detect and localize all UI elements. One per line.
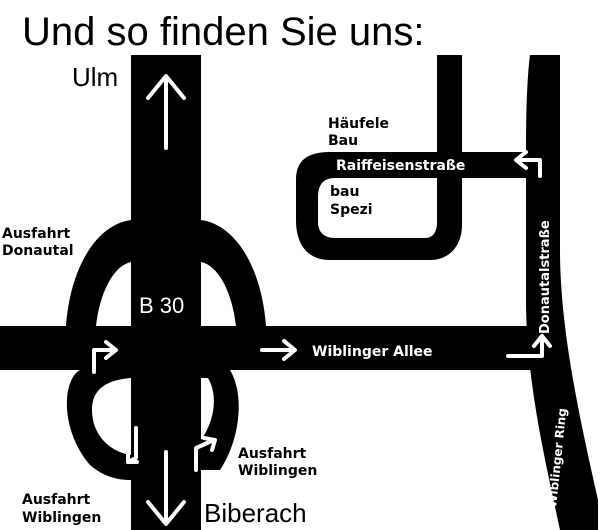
- place-bauspezi-line2: Spezi: [330, 202, 373, 218]
- road-label-b30: B 30: [139, 293, 184, 318]
- place-haeufele-line2: Bau: [328, 133, 358, 149]
- road-label-donautalstrasse: Donautalstraße: [538, 220, 553, 334]
- exit-donautal-line1: Ausfahrt: [2, 226, 71, 242]
- exit-wiblingen-right-line1: Ausfahrt: [238, 446, 307, 462]
- place-bauspezi-line1: bau: [330, 184, 359, 200]
- turn-left-arrow-icon: [516, 158, 542, 178]
- exit-wiblingen-right-line2: Wiblingen: [238, 463, 317, 479]
- road-markings: [92, 74, 552, 526]
- road-label-wiblinger-allee: Wiblinger Allee: [312, 344, 433, 360]
- exit-wiblingen-left-line2: Wiblingen: [22, 510, 101, 526]
- donautalstrasse-road: [526, 55, 598, 530]
- ramp-arrow-icon: [92, 348, 117, 374]
- turn-up-arrow-icon: [506, 336, 544, 358]
- ramp-up-arrow-icon: [194, 438, 216, 472]
- city-label-ulm: Ulm: [72, 62, 118, 92]
- wiblingen-right-ramp: [201, 370, 239, 470]
- raiffeisenstrasse-road: [296, 55, 526, 260]
- city-label-biberach: Biberach: [204, 498, 307, 528]
- exit-donautal-line2: Donautal: [2, 243, 74, 259]
- donautal-interchange: [66, 220, 131, 326]
- place-haeufele-line1: Häufele: [328, 116, 389, 132]
- wiblingen-left-loop: [66, 370, 131, 480]
- exit-wiblingen-left-line1: Ausfahrt: [22, 492, 91, 508]
- map-title: Und so finden Sie uns:: [22, 10, 424, 54]
- road-label-raiffeisenstrasse: Raiffeisenstraße: [336, 158, 465, 174]
